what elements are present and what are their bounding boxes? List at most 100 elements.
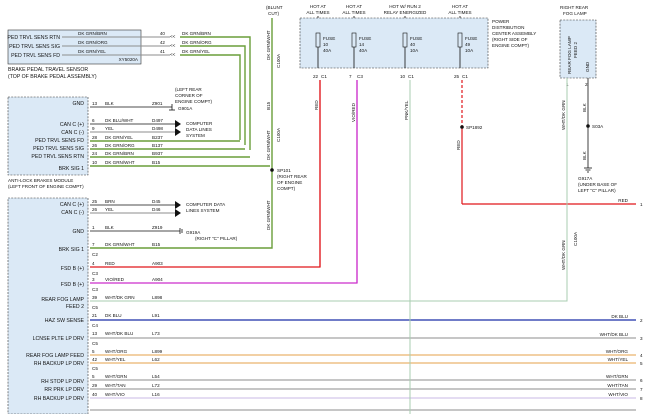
svg-text:C1: C1 — [321, 74, 327, 79]
computer-data-note: SYSTEM — [186, 133, 205, 138]
svg-text:L16: L16 — [152, 392, 160, 397]
svg-text:WHT/TAN: WHT/TAN — [607, 383, 628, 388]
wire-vertical-label: BLK — [582, 102, 587, 112]
svg-text:C3: C3 — [92, 271, 98, 276]
svg-text:RED: RED — [618, 198, 628, 203]
svg-text:WHT/YEL: WHT/YEL — [608, 357, 629, 362]
svg-text:RH STOP LP DRV: RH STOP LP DRV — [41, 379, 84, 385]
svg-text:WHT/VIO: WHT/VIO — [608, 392, 628, 397]
svg-text:B237: B237 — [152, 135, 163, 140]
svg-text:49: 49 — [465, 42, 471, 47]
abs-ground-note: (LEFT REAR — [175, 87, 202, 92]
svg-text:YEL: YEL — [105, 207, 114, 212]
svg-text:C4: C4 — [92, 323, 98, 328]
svg-text:FSD B (+): FSD B (+) — [61, 266, 84, 272]
lower-module-pins: CAN C (+) CAN C (-) GND BRK SIG 1 FSD B … — [26, 202, 84, 402]
svg-text:21: 21 — [92, 313, 98, 318]
svg-text:LINES SYSTEM: LINES SYSTEM — [186, 208, 220, 213]
svg-text:29: 29 — [92, 383, 98, 388]
svg-text:13: 13 — [92, 331, 98, 336]
svg-text:WHT/DK BLU: WHT/DK BLU — [600, 332, 628, 337]
svg-text:A904: A904 — [152, 277, 163, 282]
svg-text:5: 5 — [640, 361, 643, 366]
svg-text:A903: A903 — [152, 261, 163, 266]
svg-text:C3: C3 — [92, 287, 98, 292]
svg-text:B15: B15 — [152, 242, 161, 247]
svg-text:42: 42 — [92, 357, 98, 362]
svg-text:13: 13 — [92, 101, 98, 106]
svg-text:WHT/TAN: WHT/TAN — [105, 383, 126, 388]
svg-text:C100A: C100A — [276, 53, 281, 68]
svg-text:FUSE: FUSE — [410, 36, 422, 41]
wire-vertical-label: WHT/DK GRN — [561, 100, 566, 130]
svg-text:7: 7 — [92, 242, 95, 247]
splice-label: S03A — [592, 124, 604, 129]
svg-text:WHT/GRN: WHT/GRN — [606, 374, 628, 379]
svg-text:DK GRN/ORG: DK GRN/ORG — [105, 143, 135, 148]
svg-text:5: 5 — [92, 374, 95, 379]
svg-text:7: 7 — [640, 387, 643, 392]
svg-text:D498: D498 — [152, 126, 163, 131]
sensor-pin-label: PED TRVL SENS SIG — [9, 44, 60, 50]
wire-num-label: 42 — [160, 40, 166, 45]
svg-text:DISTRIBUTION: DISTRIBUTION — [492, 25, 524, 30]
svg-text:YEL: YEL — [105, 126, 114, 131]
wire-color-label: DK GRN/BRN — [78, 31, 107, 36]
abs-pin-name: CAN C (+) — [60, 122, 84, 128]
svg-text:DK BLU/WHT: DK BLU/WHT — [105, 118, 134, 123]
abs-wires: 13 BLK Z901 6 DK BLU/WHT D497 9 YEL D498… — [90, 101, 270, 167]
sensor-pin-label: PED TRVL SENS FD — [11, 53, 60, 59]
svg-text:HOT AT: HOT AT — [310, 4, 326, 9]
power-distribution-center — [299, 17, 489, 69]
svg-text:RH BACKUP LP DRV: RH BACKUP LP DRV — [34, 361, 85, 367]
svg-text:WHT/DK GRN: WHT/DK GRN — [105, 295, 135, 300]
splice-label: OF ENGINE — [277, 180, 302, 185]
svg-text:WHT/GRN: WHT/GRN — [105, 374, 127, 379]
svg-text:ALL TIMES: ALL TIMES — [342, 10, 365, 15]
svg-text:(RIGHT SIDE OF: (RIGHT SIDE OF — [492, 37, 528, 42]
svg-text:RELAY ENERGIZED: RELAY ENERGIZED — [384, 10, 427, 15]
blunt-cut-note: CUT) — [268, 11, 279, 16]
ground-icon — [169, 104, 175, 111]
splice-dot — [270, 168, 274, 172]
svg-text:DK BLU: DK BLU — [105, 313, 122, 318]
svg-text:Z919: Z919 — [152, 225, 163, 230]
arrow-icon — [175, 209, 181, 217]
svg-text:BRN: BRN — [105, 199, 115, 204]
svg-text:L898: L898 — [152, 295, 163, 300]
svg-text:FSD B (+): FSD B (+) — [61, 282, 84, 288]
svg-text:DK GRN/YEL: DK GRN/YEL — [105, 135, 133, 140]
fuse-pins: 22 C1 7 C3 10 C1 25 C1 — [313, 74, 468, 79]
svg-text:DK GRN/WHT: DK GRN/WHT — [105, 160, 135, 165]
wire-num-label: 41 — [160, 49, 166, 54]
svg-text:C5: C5 — [92, 341, 98, 346]
blunt-cut-note: (BLUNT — [266, 5, 283, 10]
connector-label: C100A — [573, 231, 578, 246]
svg-text:<<: << — [170, 43, 176, 48]
wire-vertical-label: BLK — [582, 150, 587, 160]
svg-text:3: 3 — [92, 277, 95, 282]
wire-color-label: DK GRN/BRN — [182, 31, 211, 36]
svg-text:GND: GND — [72, 229, 84, 235]
svg-text:ALL TIMES: ALL TIMES — [306, 10, 329, 15]
svg-text:FEED 2: FEED 2 — [66, 304, 84, 310]
svg-text:HAZ SW SENSE: HAZ SW SENSE — [45, 318, 85, 324]
svg-text:9: 9 — [92, 126, 95, 131]
abs-subtitle: (LEFT FRONT OF ENGINE COMPT) — [8, 184, 84, 189]
svg-text:10A: 10A — [465, 48, 474, 53]
svg-text:DK GRN/BRN: DK GRN/BRN — [105, 151, 134, 156]
svg-text:7: 7 — [349, 74, 352, 79]
splice-label: COMPT) — [277, 186, 296, 191]
svg-text:L899: L899 — [152, 349, 163, 354]
svg-text:C5: C5 — [92, 305, 98, 310]
svg-text:VIO/RED: VIO/RED — [105, 277, 125, 282]
svg-text:D45: D45 — [152, 199, 161, 204]
svg-text:HOT AT: HOT AT — [452, 4, 468, 9]
svg-text:G919A: G919A — [186, 230, 201, 235]
svg-text:FUSE: FUSE — [359, 36, 371, 41]
svg-text:WHT/YEL: WHT/YEL — [105, 357, 126, 362]
wire-vertical-label: RED — [456, 140, 461, 150]
svg-text:L54: L54 — [152, 374, 160, 379]
svg-text:40A: 40A — [359, 48, 368, 53]
